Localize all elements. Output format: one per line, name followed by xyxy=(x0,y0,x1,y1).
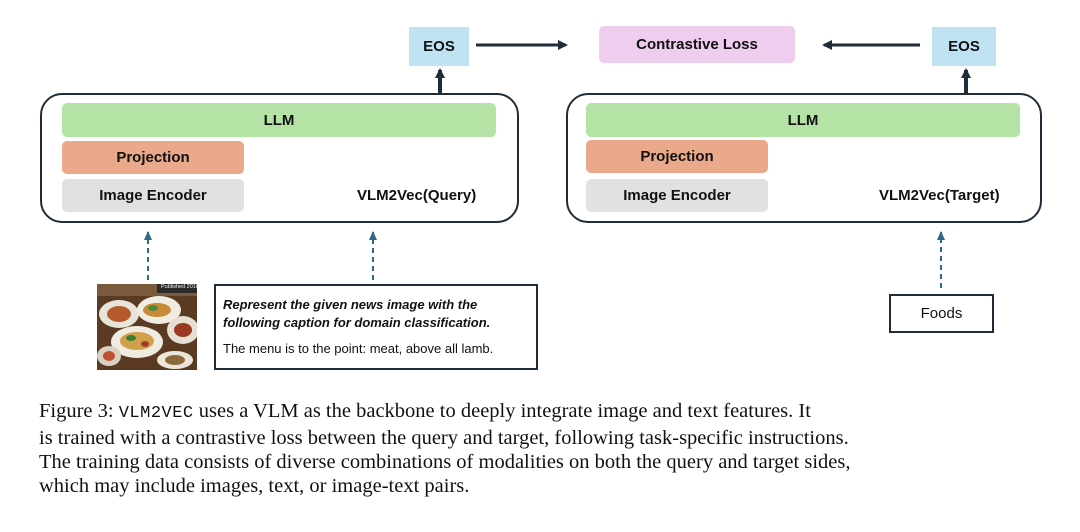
query-llm-bar: LLM xyxy=(62,103,496,137)
image-published-stamp: Published 2018 xyxy=(161,284,199,290)
caption-line-1: Figure 3: VLM2VEC uses a VLM as the back… xyxy=(39,399,1049,426)
eos-box-left: EOS xyxy=(409,27,469,66)
caption-line-2: is trained with a contrastive loss betwe… xyxy=(39,427,849,449)
caption-line-3: The training data consists of diverse co… xyxy=(39,451,851,473)
figure-caption: Figure 3: VLM2VEC uses a VLM as the back… xyxy=(39,399,1049,498)
target-projection-bar: Projection xyxy=(586,140,768,173)
caption-line-4: which may include images, text, or image… xyxy=(39,475,470,497)
query-image-encoder-bar: Image Encoder xyxy=(62,179,244,212)
target-model-name: VLM2Vec(Target) xyxy=(879,187,1000,204)
caption-line-1-text: uses a VLM as the backbone to deeply int… xyxy=(198,400,811,422)
query-projection-bar: Projection xyxy=(62,141,244,174)
query-caption-text: The menu is to the point: meat, above al… xyxy=(223,341,494,356)
instruction-text: Represent the given news image with the … xyxy=(223,297,491,330)
target-text-box: Foods xyxy=(889,294,994,333)
contrastive-loss-box: Contrastive Loss xyxy=(599,26,795,63)
target-llm-bar: LLM xyxy=(586,103,1020,137)
target-image-encoder-bar: Image Encoder xyxy=(586,179,768,212)
caption-figure-label: Figure 3: xyxy=(39,400,114,422)
query-instruction-box: Represent the given news image with the … xyxy=(214,284,538,370)
query-model-name: VLM2Vec(Query) xyxy=(357,187,477,204)
eos-box-right: EOS xyxy=(932,27,996,66)
caption-model-name: VLM2VEC xyxy=(118,404,194,423)
news-food-image xyxy=(97,284,197,370)
